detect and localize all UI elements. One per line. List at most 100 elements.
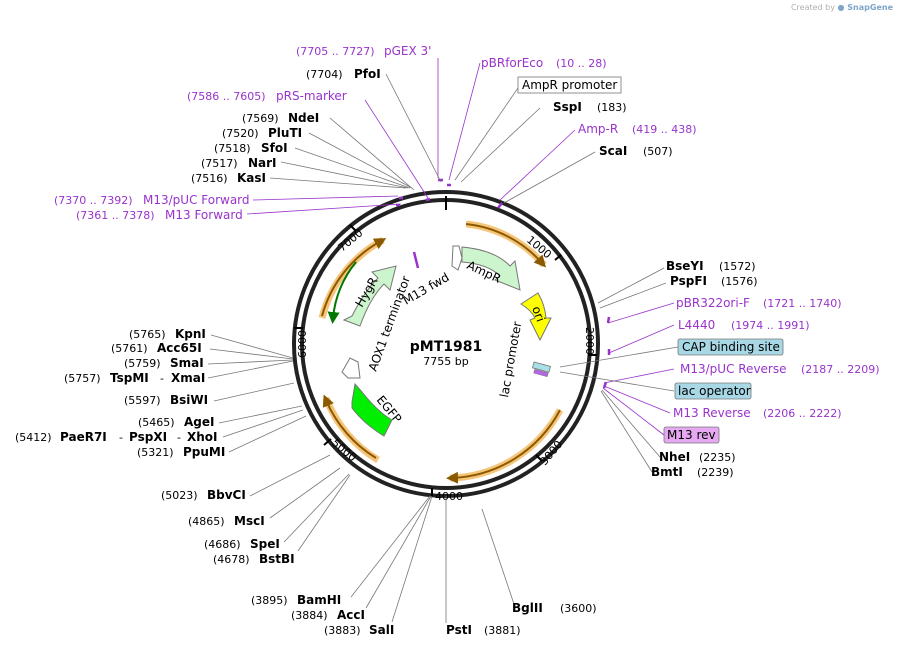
label-pspxi-name: PspXI xyxy=(129,430,167,444)
label-bmti-name: BmtI xyxy=(651,465,683,479)
label-l4440-name: L4440 xyxy=(678,318,715,332)
tick-6000: 6000 xyxy=(296,330,309,358)
label-pbr322ori-name: pBR322ori-F xyxy=(676,296,750,310)
label-kpni-name: KpnI xyxy=(175,327,206,341)
label-nhei-pos: (2235) xyxy=(699,451,736,464)
label-spei-pos: (4686) xyxy=(204,538,241,551)
label-psti-name: PstI xyxy=(446,623,472,637)
label-pfoi-name: PfoI xyxy=(354,67,381,81)
label-paer7i-pos: (5412) xyxy=(15,431,52,444)
label-tspmi-sep: - xyxy=(160,372,164,385)
tick-marks xyxy=(294,224,597,497)
label-m13puc-fwd-name: M13/pUC Forward xyxy=(143,193,250,207)
m13fwd-mark xyxy=(412,251,420,269)
label-msci-pos: (4865) xyxy=(188,515,225,528)
label-nhei-name: NheI xyxy=(659,450,690,464)
label-pspfi-name: PspFI xyxy=(670,274,707,288)
label-pfoi-pos: (7704) xyxy=(306,68,343,81)
label-prs-range: (7586 .. 7605) xyxy=(187,90,266,103)
label-msci-name: MscI xyxy=(234,514,265,528)
hygr-arc xyxy=(327,261,357,324)
label-kasi-pos: (7516) xyxy=(191,172,228,185)
label-acci-pos: (3884) xyxy=(291,609,328,622)
label-bamhi-pos: (3895) xyxy=(251,594,288,607)
label-xhoi-name: XhoI xyxy=(187,430,218,444)
label-pluti-name: PluTI xyxy=(268,126,302,140)
label-agei-name: AgeI xyxy=(184,415,214,429)
label-tspmi-pos: (5757) xyxy=(64,372,101,385)
label-bbvci-pos: (5023) xyxy=(161,489,198,502)
label-bamhi-name: BamHI xyxy=(297,593,341,607)
label-m13rev-box: M13 rev xyxy=(667,428,716,442)
plasmid-size: 7755 bp xyxy=(423,355,468,368)
tick-7000: 7000 xyxy=(336,226,366,254)
label-ndei-name: NdeI xyxy=(288,111,319,125)
label-smai-name: SmaI xyxy=(170,356,204,370)
label-m13-fwd-range: (7361 .. 7378) xyxy=(76,209,155,222)
label-bstbi-pos: (4678) xyxy=(213,553,250,566)
ampr-promoter-arrow xyxy=(451,245,463,271)
label-agei-pos: (5465) xyxy=(138,416,175,429)
lac-operator-box xyxy=(533,368,549,378)
label-bglii-name: BglII xyxy=(512,601,543,615)
label-acc65i-name: Acc65I xyxy=(157,341,202,355)
label-tspmi-name: TspMI xyxy=(110,371,149,385)
feature-lac-promoter: lac promoter xyxy=(497,320,524,398)
label-scai-name: ScaI xyxy=(599,144,627,158)
label-m13puc-fwd-range: (7370 .. 7392) xyxy=(54,194,133,207)
label-pgex-range: (7705 .. 7727) xyxy=(296,45,375,58)
label-kasi-name: KasI xyxy=(237,171,266,185)
label-sspi-pos: (183) xyxy=(597,101,627,114)
label-bseyi-pos: (1572) xyxy=(719,260,756,273)
label-ndei-pos: (7569) xyxy=(242,112,279,125)
tick-2000: 2000 xyxy=(583,327,596,355)
label-sfoi-pos: (7518) xyxy=(214,142,251,155)
leader-lines xyxy=(207,58,679,623)
label-acc65i-pos: (5761) xyxy=(111,342,148,355)
label-smai-pos: (5759) xyxy=(124,357,161,370)
label-sfoi-name: SfoI xyxy=(261,141,288,155)
m13rev-label-box xyxy=(663,426,720,444)
label-scai-pos: (507) xyxy=(643,145,673,158)
label-nari-name: NarI xyxy=(248,156,277,170)
label-m13-fwd-name: M13 Forward xyxy=(165,208,243,222)
feature-ori: ori xyxy=(529,304,547,323)
label-kpni-pos: (5765) xyxy=(129,328,166,341)
label-bsiwi-pos: (5597) xyxy=(124,394,161,407)
lac-promoter-box xyxy=(532,361,551,373)
label-spei-name: SpeI xyxy=(250,537,280,551)
label-pbr322ori-range: (1721 .. 1740) xyxy=(763,297,842,310)
lac-operator-label-box xyxy=(674,382,752,400)
label-ampr-primer-name: Amp-R xyxy=(578,122,618,136)
label-ppumi-name: PpuMI xyxy=(183,445,225,459)
label-ampr-primer-range: (419 .. 438) xyxy=(632,123,697,136)
label-ampr-promoter: AmpR promoter xyxy=(522,78,617,92)
label-m13puc-rev-range: (2187 .. 2209) xyxy=(801,363,880,376)
tick-4000: 4000 xyxy=(435,490,463,503)
label-pspfi-pos: (1576) xyxy=(721,275,758,288)
ampr-promoter-label-box xyxy=(517,76,622,94)
label-m13-rev-name: M13 Reverse xyxy=(673,406,751,420)
label-paer7i-sep2: - xyxy=(177,431,181,444)
label-paer7i-sep1: - xyxy=(119,431,123,444)
label-psti-pos: (3881) xyxy=(484,624,521,637)
label-sali-pos: (3883) xyxy=(324,624,361,637)
label-pbrforeco-range: (10 .. 28) xyxy=(556,57,607,70)
label-m13-rev-range: (2206 .. 2222) xyxy=(763,407,842,420)
snapgene-credit: Created by ● SnapGene xyxy=(790,3,893,12)
orange-arcs xyxy=(318,220,564,484)
label-prs-name: pRS-marker xyxy=(276,89,347,103)
label-ppumi-pos: (5321) xyxy=(137,446,174,459)
ampr-arrow xyxy=(461,246,521,291)
hygr-arrow xyxy=(342,265,397,327)
label-bseyi-name: BseYI xyxy=(666,259,704,273)
label-paer7i-name: PaeR7I xyxy=(60,430,107,444)
label-pgex-name: pGEX 3' xyxy=(384,44,431,58)
cap-label-box xyxy=(677,338,784,356)
ori-arrow xyxy=(520,292,552,342)
label-cap: CAP binding site xyxy=(682,340,780,354)
label-bglii-pos: (3600) xyxy=(560,602,597,615)
label-sspi-name: SspI xyxy=(553,100,582,114)
label-l4440-range: (1974 .. 1991) xyxy=(731,319,810,332)
